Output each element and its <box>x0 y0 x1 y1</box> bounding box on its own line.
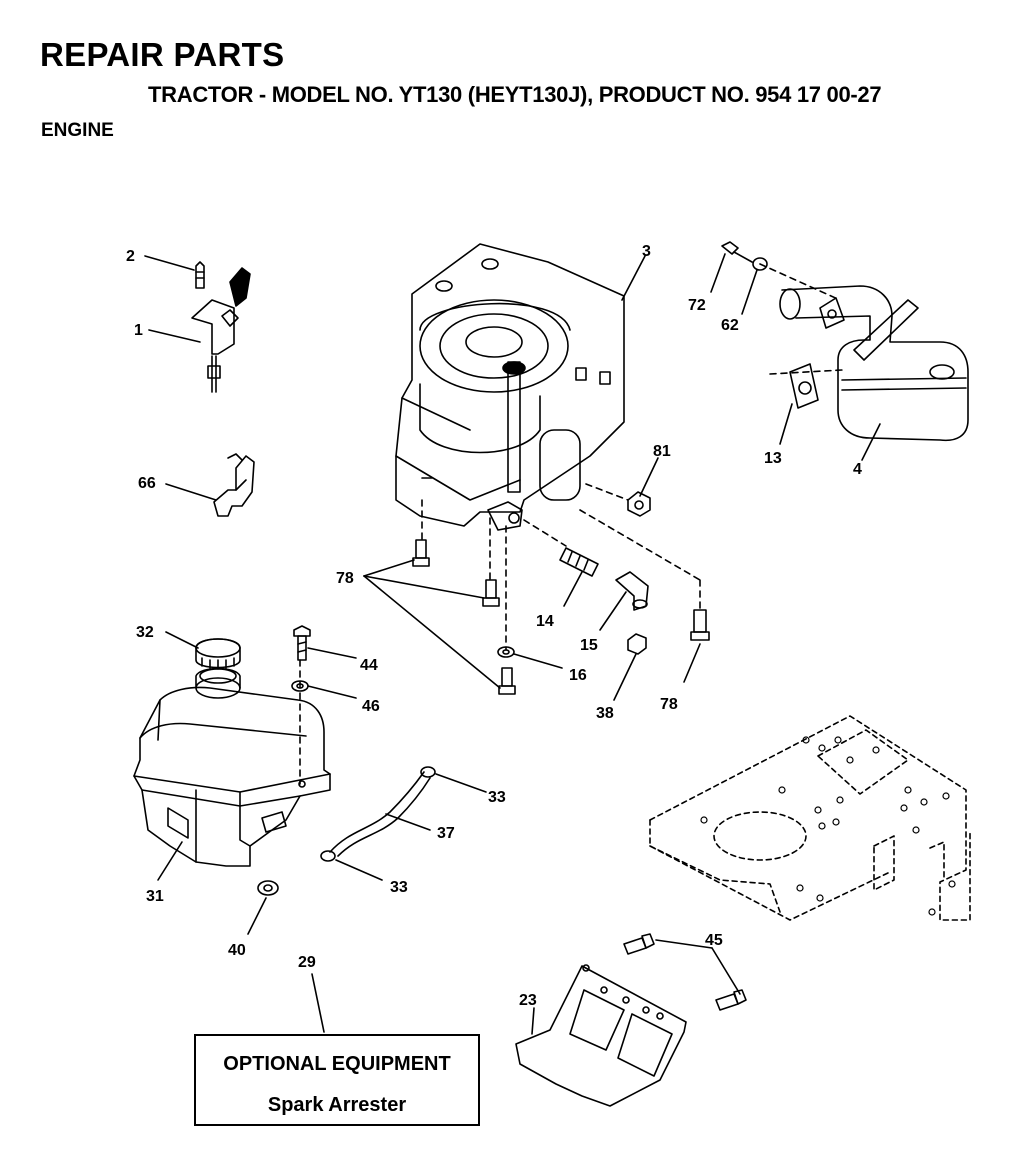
section-heading: ENGINE <box>41 120 114 141</box>
bracket-part <box>213 453 255 517</box>
callout-40: 40 <box>228 942 246 959</box>
callout-37: 37 <box>437 825 455 842</box>
throttle-control-part <box>191 261 251 393</box>
screw-72-part <box>721 241 753 263</box>
callout-4: 4 <box>853 461 862 478</box>
callout-45: 45 <box>705 932 723 949</box>
tank-screw-part <box>293 625 311 661</box>
callout-46: 46 <box>362 698 380 715</box>
heat-shield-part <box>515 964 687 1107</box>
elbow-part <box>615 571 649 611</box>
exhaust-gasket-part <box>789 363 819 409</box>
spark-arrester-label: Spark Arrester <box>267 1094 407 1116</box>
washer-16-part <box>497 646 515 658</box>
callout-13: 13 <box>764 450 782 467</box>
callout-32: 32 <box>136 624 154 641</box>
bolt-78-part <box>412 539 710 695</box>
fuel-line-part <box>329 771 431 857</box>
hose-clamp-upper-part <box>420 766 436 778</box>
callout-33b: 33 <box>390 879 408 896</box>
callout-14: 14 <box>536 613 554 630</box>
optional-equipment-label: OPTIONAL EQUIPMENT <box>223 1053 451 1075</box>
callout-29: 29 <box>298 954 316 971</box>
callout-72: 72 <box>688 297 706 314</box>
callout-31: 31 <box>146 888 164 905</box>
hose-clamp-lower-part <box>320 850 336 862</box>
shield-screw-lower-part <box>715 989 747 1011</box>
callout-3: 3 <box>642 243 651 260</box>
oil-drain-fitting-part <box>559 547 599 577</box>
callout-1: 1 <box>134 322 143 339</box>
shield-screw-upper-part <box>623 933 655 955</box>
callout-23: 23 <box>519 992 537 1009</box>
callout-33a: 33 <box>488 789 506 806</box>
page-title: REPAIR PARTS <box>40 36 285 73</box>
callout-16: 16 <box>569 667 587 684</box>
callout-78b: 78 <box>660 696 678 713</box>
muffler-part <box>779 285 969 442</box>
engine-part <box>395 243 625 531</box>
lock-washer-part <box>752 257 768 271</box>
callout-15: 15 <box>580 637 598 654</box>
callout-44: 44 <box>360 657 378 674</box>
nut-81-part <box>627 491 651 517</box>
model-subtitle: TRACTOR - MODEL NO. YT130 (HEYT130J), PR… <box>148 82 882 107</box>
tractor-frame-reference <box>649 715 971 921</box>
callout-62: 62 <box>721 317 739 334</box>
nut-38-part <box>627 633 647 655</box>
frame-holes <box>700 736 956 916</box>
callout-81: 81 <box>653 443 671 460</box>
optional-equipment-box: OPTIONAL EQUIPMENT Spark Arrester <box>194 1034 480 1126</box>
fuel-cap-part <box>195 638 241 670</box>
callout-2: 2 <box>126 248 135 265</box>
callout-66: 66 <box>138 475 156 492</box>
callout-78a: 78 <box>336 570 354 587</box>
bushing-part <box>257 880 279 896</box>
callout-38: 38 <box>596 705 614 722</box>
